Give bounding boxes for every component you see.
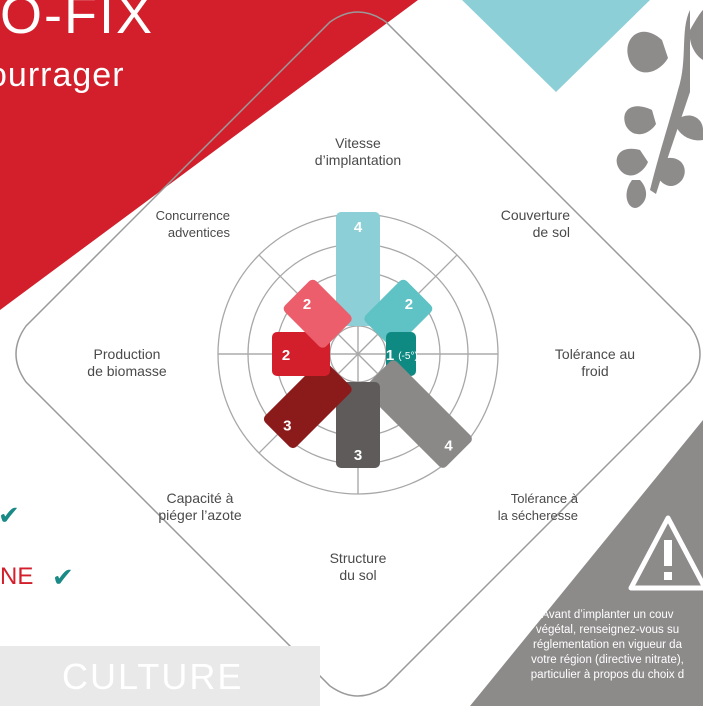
- radar-bar-biomasse: [272, 332, 330, 376]
- product-title: O-FIX: [0, 0, 154, 45]
- radar-score-azote: 3: [283, 418, 291, 435]
- culture-band: CULTURE: [0, 646, 320, 706]
- culture-text: CULTURE: [62, 656, 244, 697]
- radar-bar-azote: [263, 360, 352, 449]
- radar-score-couverture: 2: [405, 296, 413, 313]
- radar-score-structure: 3: [354, 447, 362, 464]
- warning-text: Avant d’implanter un couv végétal, rense…: [530, 609, 685, 681]
- title-banner: [0, 0, 418, 310]
- radar-bar-structure: [336, 382, 380, 468]
- radar-bar-shape: [272, 332, 330, 376]
- radar-bar-couverture: [364, 279, 433, 348]
- radar-bar-concurrence: [283, 279, 352, 348]
- radar-bar-vitesse: [336, 212, 380, 326]
- radar-score-tolerance-secheresse: 4: [444, 438, 453, 455]
- warning-triangle-icon: [628, 515, 703, 591]
- checkmark-icon: ✔: [52, 562, 74, 592]
- checkmark-icon: ✔: [0, 500, 20, 530]
- product-subtitle: ourrager: [0, 56, 125, 94]
- radar-bar-tolerance-secheresse: [364, 360, 472, 468]
- side-text-fragment: NE: [0, 563, 34, 590]
- radar-score-vitesse: 4: [354, 219, 363, 236]
- radar-score-note: (-5°): [398, 351, 418, 362]
- radar-bar-shape: [364, 279, 433, 348]
- warning-panel: [470, 420, 703, 706]
- radar-bar-shape: [336, 212, 380, 326]
- clover-plant-icon: [616, 10, 703, 208]
- radar-score-biomasse: 2: [282, 347, 290, 364]
- radar-bar-shape: [283, 279, 352, 348]
- radar-bar-shape: [364, 360, 472, 468]
- radar-score-tolerance-froid: 1: [386, 347, 394, 364]
- teal-triangle: [462, 0, 650, 92]
- radar-score-concurrence: 2: [303, 296, 311, 313]
- radar-bars: 4 2 1 (-5°) 4 3 3 2 2: [263, 212, 472, 468]
- radar-bar-shape: [263, 360, 352, 449]
- radar-frame: [15, 11, 701, 697]
- radar-bar-shape: [336, 382, 380, 468]
